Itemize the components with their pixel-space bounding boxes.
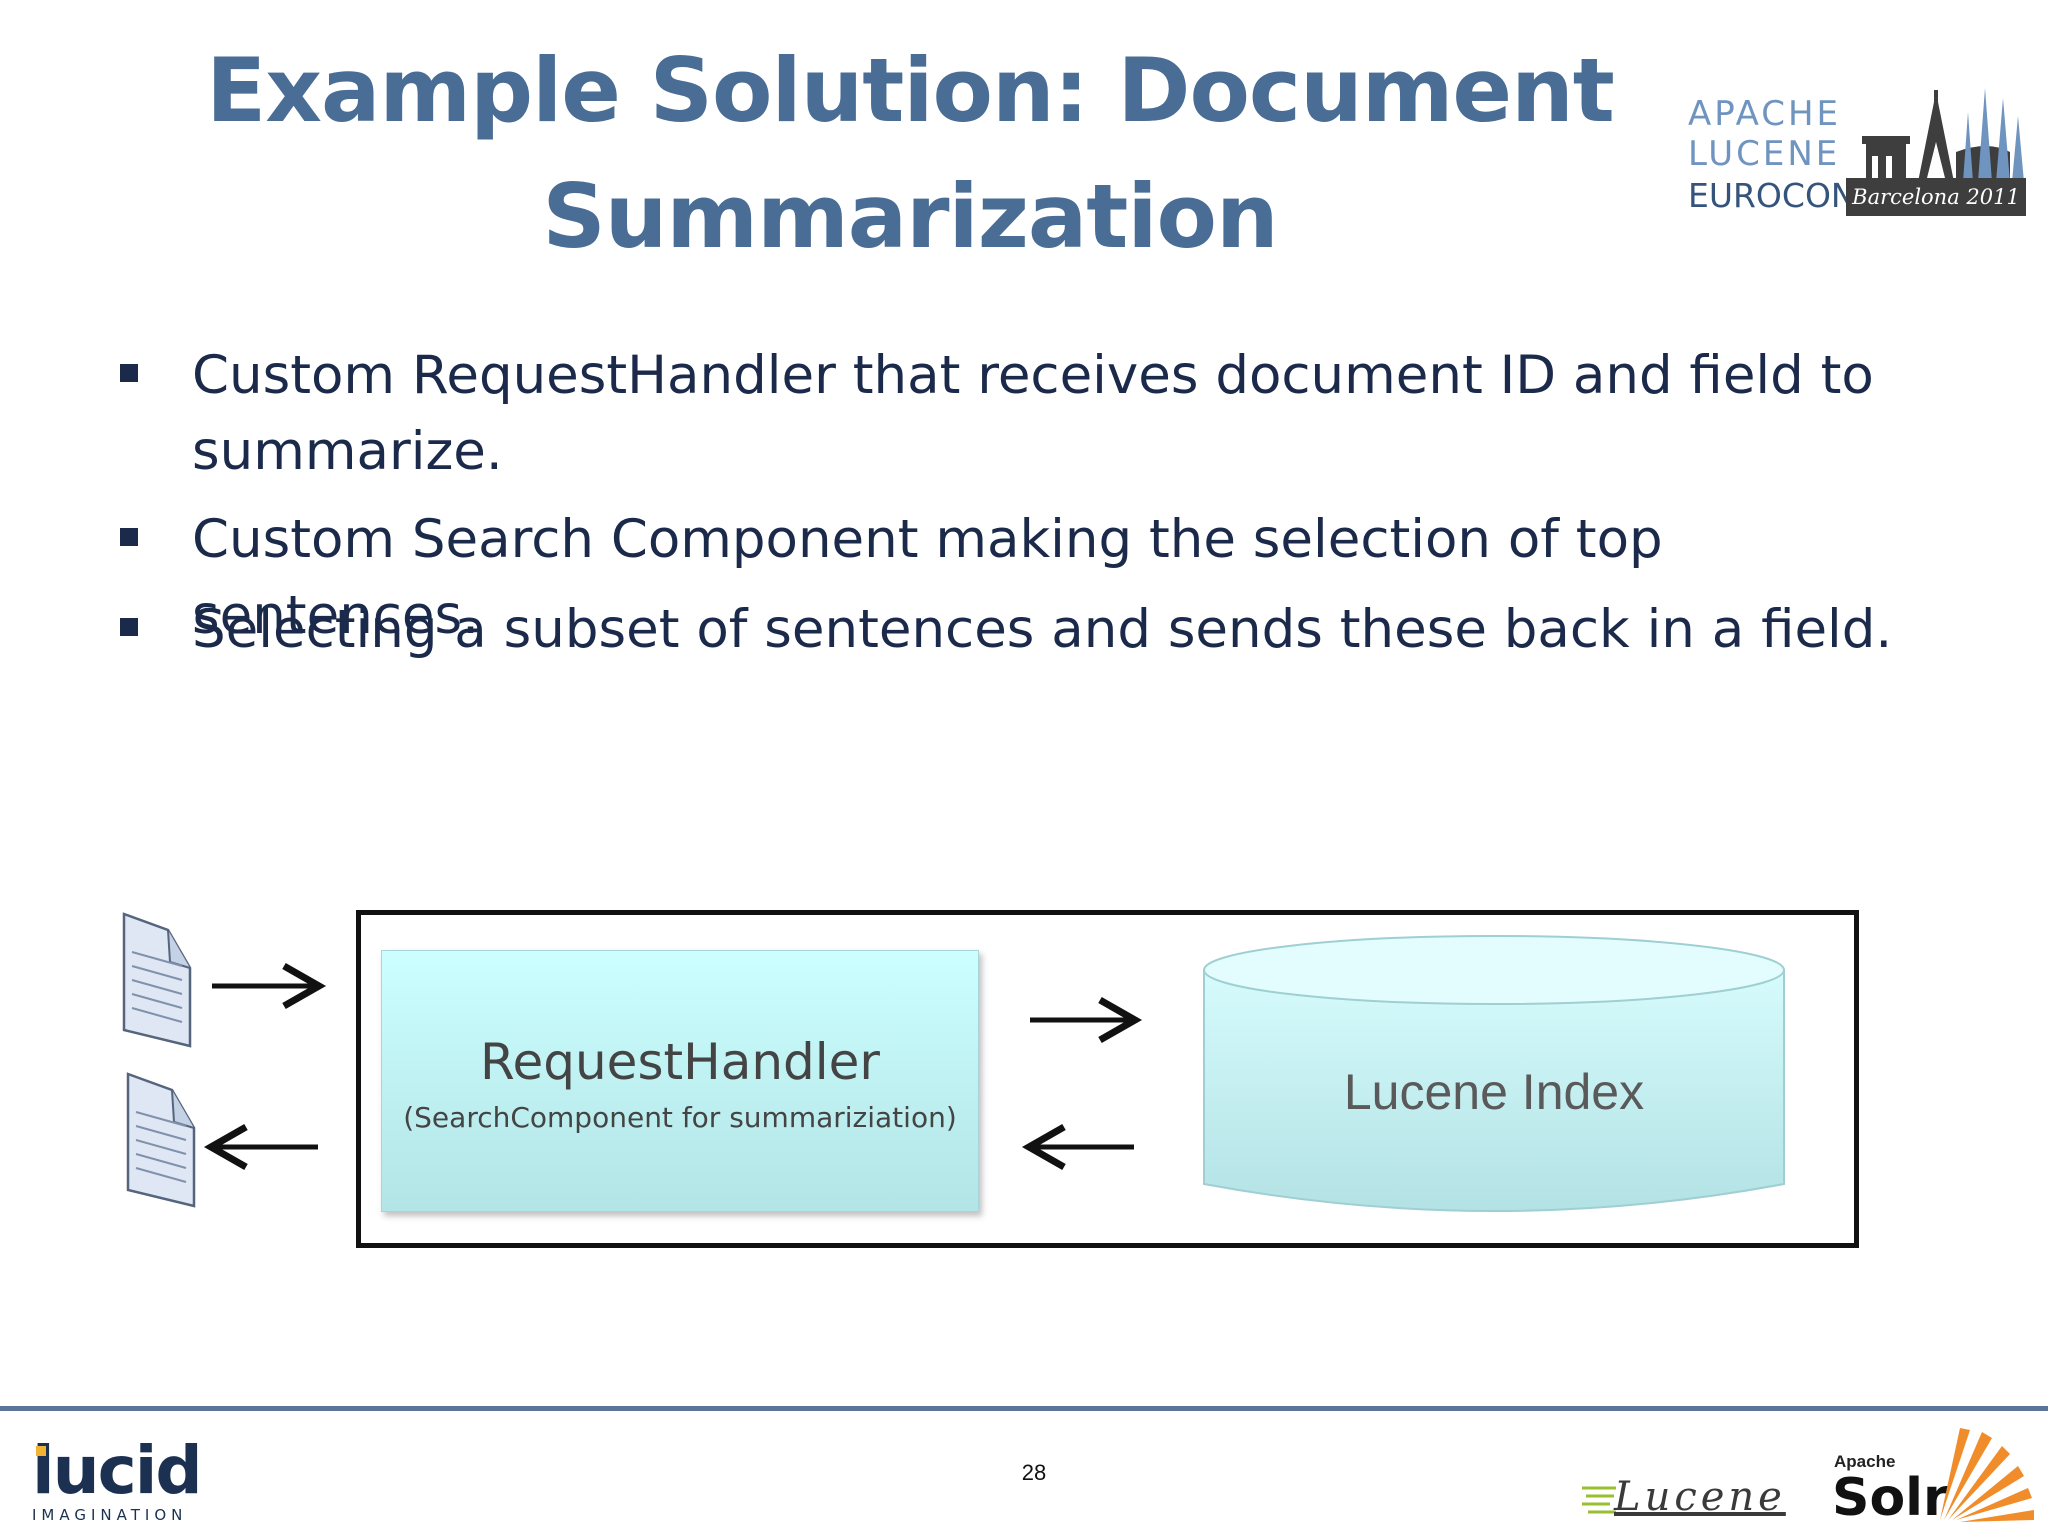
incoming-document-icon bbox=[122, 912, 192, 1048]
conference-logo: APACHE LUCENE EUROCON Barcelona 2011 bbox=[1688, 82, 2028, 218]
bullet-square-icon bbox=[120, 528, 138, 546]
conference-logo-line3: EUROCON bbox=[1688, 176, 1856, 215]
solr-logo-apache: Apache bbox=[1834, 1452, 1896, 1471]
bullet-square-icon bbox=[120, 364, 138, 382]
conference-logo-badge: Barcelona 2011 bbox=[1846, 178, 2026, 216]
request-handler-title: RequestHandler bbox=[480, 1033, 880, 1091]
conference-logo-line1: APACHE bbox=[1688, 94, 1842, 134]
page-number: 28 bbox=[1021, 1460, 1047, 1485]
footer-divider bbox=[0, 1406, 2048, 1411]
system-boundary-frame bbox=[356, 910, 1859, 1248]
lucene-logo: Lucene bbox=[1580, 1474, 1812, 1524]
lucid-logo-subtitle: IMAGINATION bbox=[32, 1506, 188, 1524]
solr-logo-word: Solr bbox=[1832, 1468, 1949, 1528]
barcelona-skyline-icon bbox=[1862, 88, 2024, 182]
bullet-text: Custom Search Component making the selec… bbox=[192, 509, 1663, 646]
bullet-square-icon bbox=[120, 618, 138, 636]
lucid-imagination-logo: lucid IMAGINATION bbox=[32, 1432, 203, 1526]
outgoing-document-icon bbox=[126, 1072, 196, 1208]
lucid-logo-accent-icon bbox=[36, 1446, 46, 1456]
lucene-swoosh-icon bbox=[1582, 1486, 1616, 1514]
request-handler-subtitle: (SearchComponent for summariziation) bbox=[403, 1101, 957, 1134]
apache-solr-logo: Apache Solr bbox=[1830, 1424, 2040, 1528]
conference-logo-line2: LUCENE bbox=[1688, 134, 1841, 174]
solr-sun-icon bbox=[1940, 1428, 2034, 1522]
bullet-text: Custom RequestHandler that receives docu… bbox=[192, 345, 1874, 482]
lucid-logo-word: lucid bbox=[32, 1432, 203, 1509]
slide-title: Example Solution: Document Summarization bbox=[206, 39, 1615, 268]
lucene-index-label: Lucene Index bbox=[1343, 1064, 1645, 1120]
lucene-logo-word: Lucene bbox=[1614, 1474, 1786, 1520]
bullet-text: Selecting a subset of sentences and send… bbox=[192, 599, 1893, 660]
request-handler-box bbox=[381, 950, 979, 1212]
